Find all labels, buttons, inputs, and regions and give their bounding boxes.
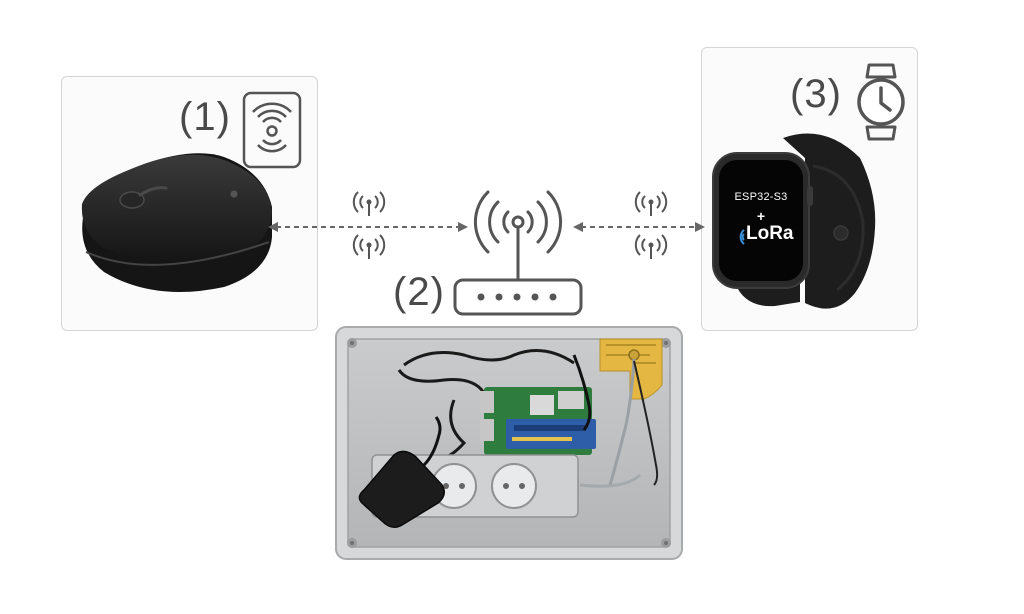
key-fob-device	[81, 153, 272, 292]
radio-waves-icon	[634, 191, 668, 216]
link-1-2	[268, 222, 468, 232]
radio-waves-icon	[352, 191, 386, 216]
radio-waves-icon	[634, 234, 668, 259]
watch-plus-text: +	[756, 208, 766, 224]
radio-waves-icon	[352, 234, 386, 259]
device-2-label: (2)	[393, 270, 445, 314]
lora-signal-icon	[739, 229, 745, 245]
device-3-label: (3)	[790, 72, 842, 116]
watch-lora-text: LoRa	[746, 223, 794, 244]
router-icon	[453, 190, 583, 316]
watch-icon	[857, 63, 905, 141]
link-2-3	[573, 222, 705, 232]
smartwatch-device	[712, 133, 876, 309]
device-1-label: (1)	[179, 95, 231, 139]
enclosure-photo	[335, 326, 683, 560]
nfc-card-icon	[242, 91, 302, 169]
watch-chip-text: ESP32-S3	[734, 191, 788, 203]
